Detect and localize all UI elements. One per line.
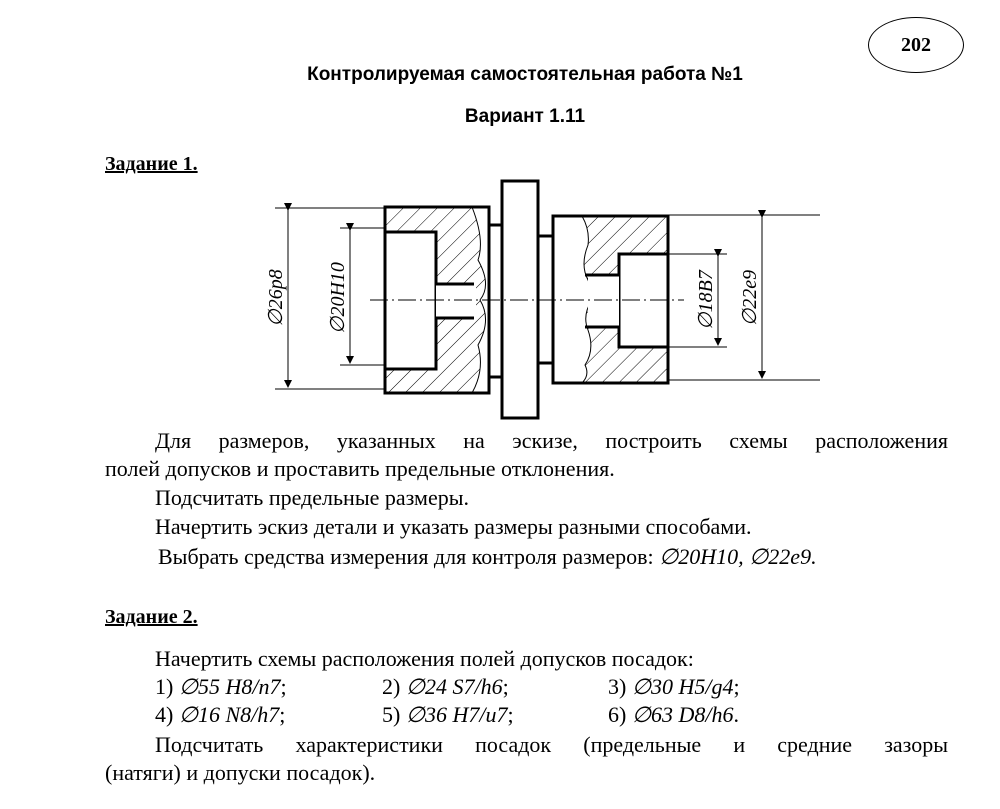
- task1-para3: Начертить эскиз детали и указать размеры…: [155, 514, 752, 539]
- task1-para1-line2: полей допусков и проставить предельные о…: [105, 456, 615, 481]
- fit-end: ;: [507, 702, 514, 727]
- para4-text: Выбрать средства измерения для контроля …: [158, 544, 660, 569]
- task1-para1-line1: Для размеров, указанных на эскизе, постр…: [155, 428, 948, 453]
- fit-end: ;: [279, 702, 286, 727]
- fit-value: ∅36 H7/u7: [405, 702, 508, 727]
- fit-num: 6): [608, 702, 632, 727]
- dim-label-18B7: ∅18B7: [695, 269, 717, 330]
- task1-para4: Выбрать средства измерения для контроля …: [158, 543, 817, 571]
- fit-end: ;: [502, 674, 509, 699]
- page-number: 202: [901, 33, 931, 56]
- fit-value: ∅55 H8/n7: [178, 674, 281, 699]
- task2-intro: Начертить схемы расположения полей допус…: [155, 646, 694, 671]
- fit-num: 1): [155, 674, 179, 699]
- dim-label-26p8: ∅26p8: [265, 269, 287, 326]
- page-number-badge: 202: [868, 17, 964, 73]
- dim-label-22e9: ∅22e9: [739, 270, 761, 326]
- task1-heading: Задание 1.: [105, 153, 198, 175]
- fit-value: ∅16 N8/h7: [178, 702, 280, 727]
- fit-end: .: [733, 702, 740, 727]
- task1-para2: Подсчитать предельные размеры.: [155, 485, 469, 510]
- dim-label-20H10: ∅20H10: [327, 262, 349, 334]
- fit-2: 2) ∅24 S7/h6;: [382, 673, 509, 701]
- fit-3: 3) ∅30 H5/g4;: [608, 673, 740, 701]
- fit-value: ∅30 H5/g4: [631, 674, 734, 699]
- fit-5: 5) ∅36 H7/u7;: [382, 701, 514, 729]
- fit-6: 6) ∅63 D8/h6.: [608, 701, 739, 729]
- task2-outro-line1: Подсчитать характеристики посадок (преде…: [155, 732, 948, 757]
- fit-num: 3): [608, 674, 632, 699]
- fit-1: 1) ∅55 H8/n7;: [155, 673, 287, 701]
- task2-outro-line2: (натяги) и допуски посадок).: [105, 760, 376, 785]
- fit-num: 5): [382, 702, 406, 727]
- fit-end: ;: [280, 674, 287, 699]
- fit-end: ;: [733, 674, 740, 699]
- para4-sizes: ∅20H10, ∅22e9.: [659, 544, 817, 569]
- task2-heading: Задание 2.: [105, 606, 198, 628]
- variant-title: Вариант 1.11: [464, 106, 586, 127]
- document-title: Контролируемая самостоятельная работа №1: [307, 64, 743, 85]
- fit-4: 4) ∅16 N8/h7;: [155, 701, 285, 729]
- fit-value: ∅63 D8/h6: [631, 702, 734, 727]
- fit-num: 2): [382, 674, 406, 699]
- dimension-lines: [275, 203, 820, 390]
- fit-value: ∅24 S7/h6: [405, 674, 503, 699]
- fit-num: 4): [155, 702, 179, 727]
